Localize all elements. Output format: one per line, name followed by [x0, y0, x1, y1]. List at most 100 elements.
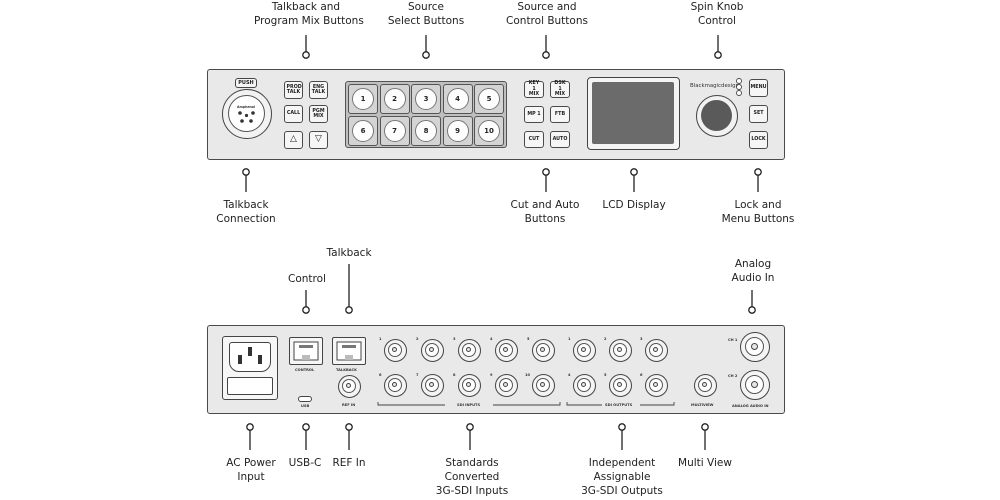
- sdi-output-number: 5: [604, 373, 607, 377]
- analog-audio-ch1-jack[interactable]: [740, 332, 770, 362]
- analog-audio-ch2-jack[interactable]: [740, 370, 770, 400]
- sdi-input-4-bnc[interactable]: [494, 338, 518, 362]
- sdi-inputs-group-label: SDI INPUTS: [457, 403, 481, 407]
- source-key-6[interactable]: 6: [348, 115, 378, 146]
- source-key-10[interactable]: 10: [474, 115, 504, 146]
- lock-button[interactable]: LOCK: [749, 131, 768, 149]
- talkback-xlr-connector[interactable]: Amphenol: [222, 89, 272, 139]
- sdi-output-2-bnc[interactable]: [608, 338, 632, 362]
- talkback-port-label: TALKBACK: [336, 368, 357, 372]
- ac-power-inlet[interactable]: [222, 336, 278, 400]
- ethernet-port-icon: [336, 341, 362, 361]
- source-key-8[interactable]: 8: [411, 115, 441, 146]
- source-key-2[interactable]: 2: [379, 84, 410, 114]
- arrow-down-button[interactable]: ▽: [309, 131, 328, 149]
- brand-logo: Blackmagicdesign: [690, 83, 739, 89]
- arrow-up-icon: △: [290, 134, 297, 145]
- sdi-input-number: 6: [379, 373, 382, 377]
- sdi-input-number: 2: [416, 337, 419, 341]
- sdi-input-1-bnc[interactable]: [383, 338, 407, 362]
- ch2-label: CH 2: [728, 374, 738, 378]
- ch1-label: CH 1: [728, 338, 738, 342]
- auto-button[interactable]: AUTO: [550, 131, 570, 148]
- sdi-input-6-bnc[interactable]: [383, 373, 407, 397]
- usb-port-label: USB: [301, 404, 310, 408]
- prod-talk-button[interactable]: PROD TALK: [284, 81, 303, 99]
- multiview-port-label: MULTIVIEW: [691, 403, 714, 407]
- sdi-input-10-bnc[interactable]: [531, 373, 555, 397]
- sdi-output-3-bnc[interactable]: [644, 338, 668, 362]
- sdi-input-number: 10: [525, 373, 531, 377]
- sdi-input-5-bnc[interactable]: [531, 338, 555, 362]
- set-button[interactable]: SET: [749, 105, 768, 123]
- dsk1-mix-button[interactable]: DSK 1 MIX: [550, 81, 570, 98]
- status-leds-icon: [736, 78, 742, 96]
- eng-talk-button[interactable]: ENG TALK: [309, 81, 328, 99]
- sdi-output-number: 4: [568, 373, 571, 377]
- menu-button[interactable]: MENU: [749, 79, 768, 97]
- sdi-input-2-bnc[interactable]: [420, 338, 444, 362]
- ref-in-port-label: REF IN: [342, 403, 356, 407]
- control-port-label: CONTROL: [295, 368, 315, 372]
- sdi-output-5-bnc[interactable]: [608, 373, 632, 397]
- source-key-7[interactable]: 7: [379, 115, 410, 146]
- control-ethernet-port[interactable]: [289, 337, 323, 365]
- fuse-drawer: [227, 377, 273, 395]
- source-key-5[interactable]: 5: [474, 84, 504, 114]
- talkback-ethernet-port[interactable]: [332, 337, 366, 365]
- talkback-push-tab[interactable]: PUSH: [235, 78, 257, 88]
- usb-c-port[interactable]: [298, 396, 312, 402]
- key1-mix-button[interactable]: KEY 1 MIX: [524, 81, 544, 98]
- source-key-1[interactable]: 1: [348, 84, 378, 114]
- arrow-up-button[interactable]: △: [284, 131, 303, 149]
- label-control: Control: [288, 273, 326, 285]
- sdi-output-1-bnc[interactable]: [572, 338, 596, 362]
- xlr-brand-label: Amphenol: [237, 105, 256, 109]
- label-talkback: Talkback: [326, 247, 372, 259]
- lcd-display: [587, 77, 680, 150]
- sdi-input-number: 1: [379, 337, 382, 341]
- iec-socket: [229, 342, 271, 372]
- sdi-input-number: 8: [453, 373, 456, 377]
- sdi-input-number: 7: [416, 373, 419, 377]
- label-usb-c: USB-C: [288, 457, 322, 469]
- sdi-output-number: 1: [568, 337, 571, 341]
- sdi-output-4-bnc[interactable]: [572, 373, 596, 397]
- ref-in-bnc[interactable]: [337, 374, 361, 398]
- multiview-bnc[interactable]: [693, 373, 717, 397]
- sdi-input-7-bnc[interactable]: [420, 373, 444, 397]
- sdi-outputs-group-label: SDI OUTPUTS: [605, 403, 633, 407]
- sdi-input-3-bnc[interactable]: [457, 338, 481, 362]
- sdi-input-8-bnc[interactable]: [457, 373, 481, 397]
- analog-audio-in-port-label: ANALOG AUDIO IN: [732, 404, 769, 408]
- ftb-button[interactable]: FTB: [550, 106, 570, 123]
- sdi-output-number: 2: [604, 337, 607, 341]
- source-key-3[interactable]: 3: [411, 84, 441, 114]
- sdi-output-number: 6: [640, 373, 643, 377]
- spin-knob[interactable]: [696, 95, 738, 137]
- sdi-output-6-bnc[interactable]: [644, 373, 668, 397]
- mp1-button[interactable]: MP 1: [524, 106, 544, 123]
- call-button[interactable]: CALL: [284, 105, 303, 123]
- sdi-input-number: 4: [490, 337, 493, 341]
- source-key-9[interactable]: 9: [442, 115, 473, 146]
- sdi-input-number: 5: [527, 337, 530, 341]
- cut-button[interactable]: CUT: [524, 131, 544, 148]
- source-key-4[interactable]: 4: [442, 84, 473, 114]
- power-pins-icon: [238, 347, 262, 364]
- pgm-mix-button[interactable]: PGM MIX: [309, 105, 328, 123]
- sdi-input-number: 9: [490, 373, 493, 377]
- sdi-output-number: 3: [640, 337, 643, 341]
- xlr-pins-icon: [238, 111, 255, 123]
- source-select-keypad: 1 2 3 4 5 6 7 8 9 10: [345, 81, 507, 148]
- front-panel: PUSH Amphenol PROD TALK ENG TALK CALL PG…: [207, 69, 785, 160]
- sdi-input-9-bnc[interactable]: [494, 373, 518, 397]
